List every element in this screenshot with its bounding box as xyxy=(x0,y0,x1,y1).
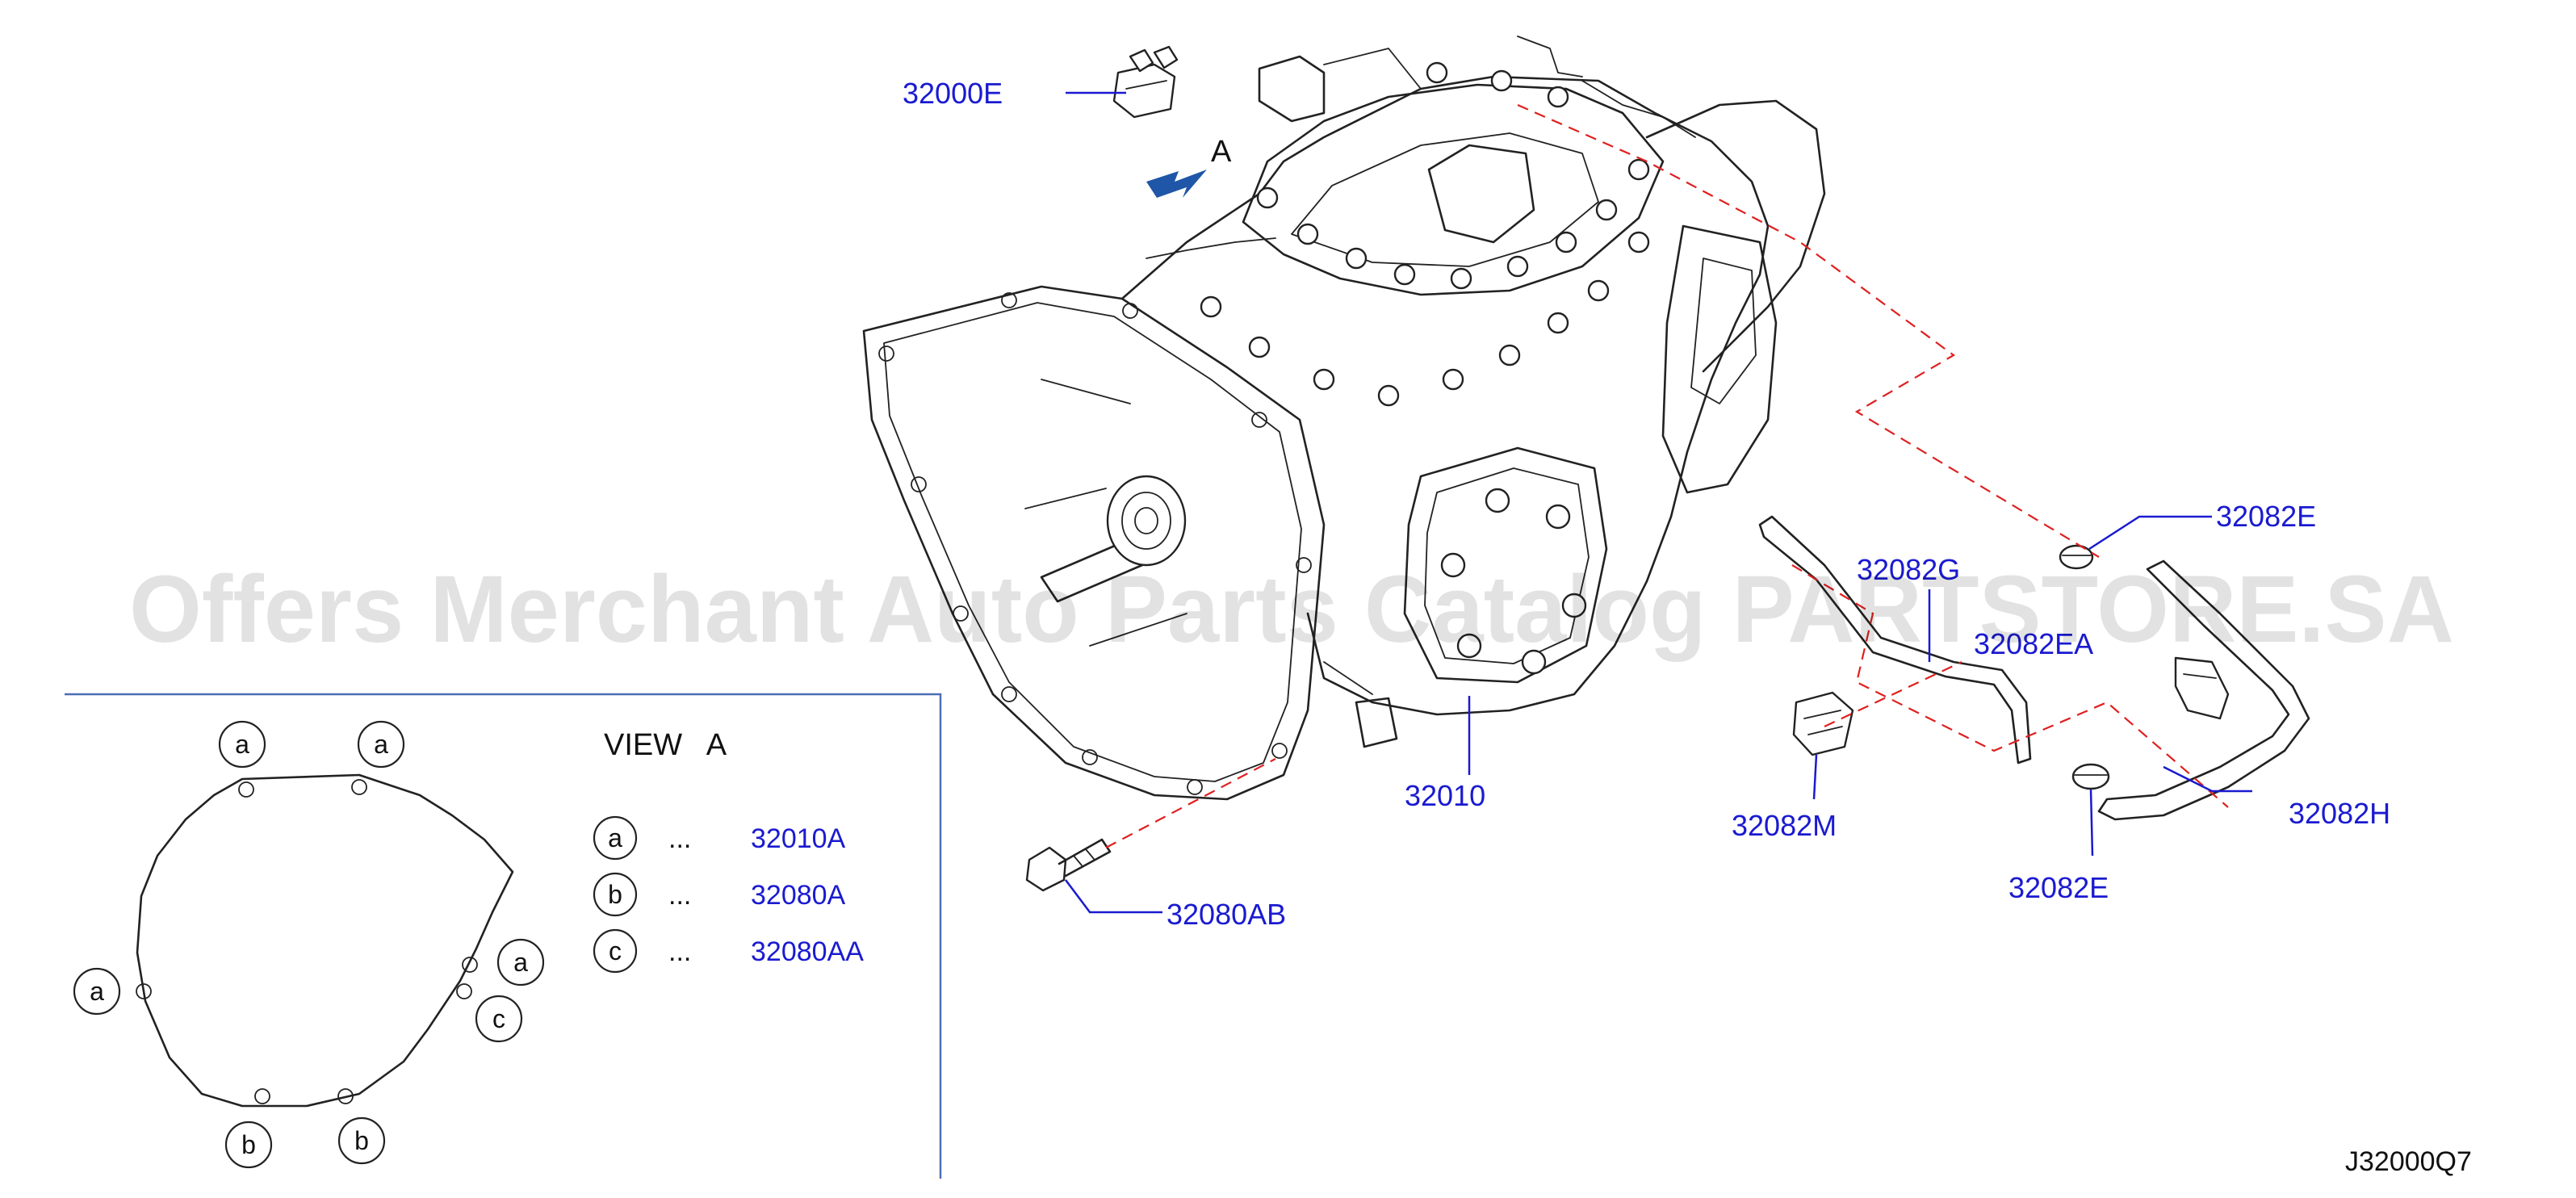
clip-32082ea xyxy=(2174,656,2230,720)
legend-letter: c xyxy=(609,936,622,966)
clip-32000e xyxy=(1112,45,1179,119)
callout-c-1: c xyxy=(492,1004,505,1033)
legend-row: c ... 32080AA xyxy=(593,928,864,974)
clamp-32082e-bottom xyxy=(2071,763,2110,790)
callout-a-1: a xyxy=(235,730,249,759)
label-32000e: 32000E xyxy=(903,77,1003,110)
legend-letter: a xyxy=(608,823,622,852)
leader-lines xyxy=(1065,91,2252,914)
callout-b-2: b xyxy=(354,1126,369,1155)
view-a-panel: a a a a c b b VIEW A a ... 32010A xyxy=(65,693,942,1179)
clip-32082m xyxy=(1792,691,1854,756)
hose-32082h xyxy=(2097,559,2310,821)
legend-row: a ... 32010A xyxy=(593,815,846,861)
legend-code: 32080AA xyxy=(751,936,864,967)
bolt-32080ab xyxy=(1025,838,1112,892)
label-32082e-bottom: 32082E xyxy=(2008,871,2109,904)
part-labels: 32000E 32082E 32082G 32082EA 32082M 3201… xyxy=(903,77,2390,931)
callout-a-3: a xyxy=(513,948,528,977)
label-32082h: 32082H xyxy=(2289,797,2390,830)
gasket-holes xyxy=(136,779,478,1104)
clamp-32082e-top xyxy=(2059,544,2094,570)
hose-32082g xyxy=(1758,515,2032,764)
dashed-guides xyxy=(1105,103,2229,848)
callout-a-4: a xyxy=(90,977,104,1006)
label-32010: 32010 xyxy=(1405,779,1485,812)
callout-a-2: a xyxy=(374,730,388,759)
label-32082e-top: 32082E xyxy=(2216,500,2316,533)
legend-code: 32010A xyxy=(751,823,846,854)
gasket-outline xyxy=(136,773,514,1108)
label-32082ea: 32082EA xyxy=(1974,627,2093,660)
view-title: VIEW A xyxy=(604,728,727,762)
legend-letter: b xyxy=(608,880,622,909)
panel-border xyxy=(65,693,942,1179)
legend-dots: ... xyxy=(668,880,691,911)
watermark-text: Offers Merchant Auto Parts Catalog PARTS… xyxy=(129,556,2454,663)
legend-dots: ... xyxy=(668,936,691,967)
view-a-arrow: A xyxy=(1146,135,1232,198)
legend-code: 32080A xyxy=(751,880,846,911)
callout-circles: a a a a c b b xyxy=(73,720,545,1169)
legend: a ... 32010A b ... 32080A c ... 32080AA xyxy=(593,815,864,974)
legend-row: b ... 32080A xyxy=(593,872,846,917)
label-32082m: 32082M xyxy=(1732,809,1837,842)
view-arrow-label: A xyxy=(1211,135,1232,169)
callout-b-1: b xyxy=(241,1130,256,1159)
diagram-reference-code: J32000Q7 xyxy=(2345,1146,2472,1177)
label-32082g: 32082G xyxy=(1857,553,1960,586)
label-32080ab: 32080AB xyxy=(1167,898,1286,931)
transmission-assembly xyxy=(862,36,1826,801)
legend-dots: ... xyxy=(668,823,691,854)
